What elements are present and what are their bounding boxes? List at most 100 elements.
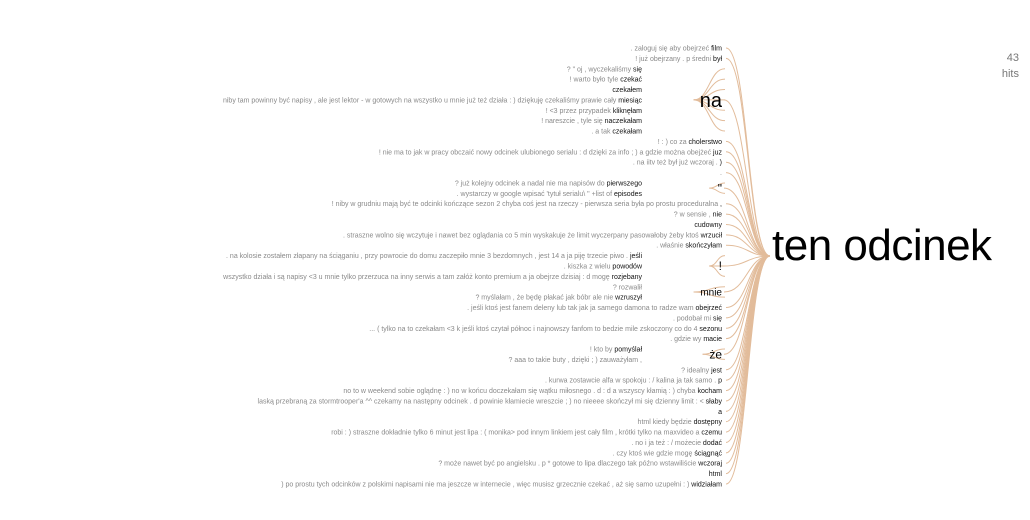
leaf-keyword: pierwszego — [607, 180, 643, 187]
leaf-line[interactable]: . podobał mi się — [673, 315, 722, 322]
branch-link — [709, 187, 726, 194]
branch-link — [702, 353, 726, 360]
leaf-keyword: wczoraj — [697, 461, 722, 468]
leaf-keyword: czemu — [701, 430, 722, 437]
leaf-line[interactable]: ? może nawet być po angielsku . p * goto… — [438, 461, 722, 468]
leaf-keyword: ) — [720, 160, 722, 167]
leaf-context: . — [720, 170, 722, 177]
leaf-keyword: skończyłam — [685, 243, 722, 250]
leaf-line[interactable]: ! już obejrzany . p średni był — [635, 56, 722, 63]
leaf-line[interactable]: niby tam powinny być napisy , ale jest l… — [223, 97, 643, 104]
leaf-link — [725, 255, 771, 475]
leaf-line[interactable]: ? aaa to takie buty , dzięki ; ) zauważy… — [509, 357, 643, 364]
leaf-keyword: był — [713, 56, 722, 63]
leaf-line[interactable]: ! nie ma to jak w pracy obczaić nowy odc… — [379, 149, 723, 156]
leaf-keyword: wzruszył — [614, 295, 642, 302]
leaf-line[interactable]: a — [718, 409, 722, 416]
leaf-context: . no i ja też : / możecie — [631, 440, 703, 447]
branch-label[interactable]: na — [700, 90, 723, 112]
leaf-line[interactable]: . kiszka z wielu powodów — [564, 264, 643, 271]
leaf-keyword: naczekałam — [605, 118, 643, 125]
branch-label[interactable]: mnie — [700, 287, 722, 298]
leaf-line[interactable]: wszystko działa i są napisy <3 u mnie ty… — [222, 274, 642, 281]
leaf-keyword: obejrzeć — [696, 305, 723, 312]
branch-label[interactable]: że — [709, 347, 722, 361]
leaf-line[interactable]: html — [709, 471, 723, 478]
leaf-link — [725, 140, 771, 257]
leaf-line[interactable]: . straszne wolno się wczytuje i nawet be… — [343, 232, 722, 239]
leaf-context: . właśnie — [656, 243, 685, 250]
leaf-keyword: kocham — [697, 388, 722, 395]
branch-link — [693, 291, 726, 298]
leaf-line[interactable]: ? już kolejny odcinek a nadal nie ma nap… — [455, 180, 642, 187]
leaf-keyword: się — [713, 315, 722, 322]
leaf-keyword: macie — [703, 336, 722, 343]
leaf-keyword: cudowny — [694, 222, 722, 229]
leaf-keyword: czekać — [620, 77, 642, 84]
leaf-line[interactable]: no to w weekend sobie oglądnę : ) no w k… — [343, 388, 722, 395]
leaf-keyword: sezonu — [699, 326, 722, 333]
leaf-line[interactable]: ! warto było tyle czekać — [570, 77, 643, 84]
leaf-context: ! warto było tyle — [570, 77, 621, 84]
leaf-keyword: kliknęłam — [613, 108, 642, 115]
leaf-line[interactable]: ? myślałam , że będę płakać jak bóbr ale… — [475, 295, 642, 302]
leaf-line[interactable]: . właśnie skończyłam — [656, 243, 722, 250]
leaf-line[interactable]: . no i ja też : / możecie dodać — [631, 440, 722, 447]
tree-links — [693, 47, 771, 485]
leaf-line[interactable]: ? idealny jest — [681, 367, 722, 374]
root-phrase[interactable]: ten odcinek — [772, 221, 992, 270]
leaf-line[interactable]: ... ( tylko na to czekałam <3 k jeśli kt… — [369, 326, 722, 333]
leaf-context: wszystko działa i są napisy <3 u mnie ty… — [222, 274, 611, 281]
leaf-line[interactable]: ! <3 przez przypadek kliknęłam — [546, 108, 642, 115]
leaf-context: . jeśli ktoś jest fanem deleny lub tak j… — [467, 305, 695, 312]
leaf-line[interactable]: ! niby w grudniu mają być te odcinki koń… — [332, 201, 722, 208]
leaf-line[interactable]: ? w sensie , nie — [674, 212, 722, 219]
leaf-context: . straszne wolno się wczytuje i nawet be… — [343, 232, 701, 239]
leaf-keyword: html — [709, 471, 723, 478]
leaf-line[interactable]: laską przebraną za stormtrooper'a ^^ cze… — [258, 398, 723, 405]
leaf-line[interactable]: . wystarczy w google wpisać 'tytuł seria… — [457, 191, 643, 198]
leaf-context: ! niby w grudniu mają być te odcinki koń… — [332, 201, 720, 208]
branch-label[interactable]: ! — [719, 259, 722, 273]
leaf-line[interactable]: ) po prostu tych odcinków z polskimi nap… — [281, 482, 722, 489]
leaf-line[interactable]: . na kolosie zostałem złapany na ściągan… — [226, 253, 642, 260]
leaf-line[interactable]: cudowny — [694, 222, 722, 229]
leaf-line[interactable]: . zaloguj się aby obejrzeć film — [631, 46, 723, 53]
leaf-line[interactable]: html kiedy będzie dostępny — [638, 419, 723, 426]
leaf-context: . zaloguj się aby obejrzeć — [631, 46, 712, 53]
branch-label[interactable]: " — [718, 181, 722, 195]
leaf-line[interactable]: . a tak czekałam — [591, 129, 642, 136]
leaf-context: laską przebraną za stormtrooper'a ^^ cze… — [258, 398, 706, 405]
leaf-line[interactable]: . czy ktoś wie gdzie mogę ściągnąć — [613, 450, 723, 457]
leaf-line[interactable]: ! : ) co za cholerstwo — [658, 139, 722, 146]
leaf-context: ? w sensie , — [674, 212, 713, 219]
leaf-line[interactable]: . kurwa zostawcie alfa w spokoju : / kal… — [545, 378, 722, 385]
leaf-line[interactable]: . jeśli ktoś jest fanem deleny lub tak j… — [467, 305, 722, 312]
leaf-line[interactable]: . gdzie wy macie — [670, 336, 722, 343]
trunk-link — [723, 255, 771, 293]
leaf-context: html kiedy będzie — [638, 419, 694, 426]
leaf-line[interactable]: ? rozwalił — [613, 284, 643, 291]
leaf-context: . kiszka z wielu — [564, 264, 613, 271]
leaf-context: ? rozwalił — [613, 284, 643, 291]
leaf-keyword: rozjebany — [612, 274, 643, 281]
leaf-line[interactable]: ? " oj , wyczekaliśmy się — [567, 66, 642, 73]
leaf-keyword: juz — [712, 149, 722, 156]
leaf-line[interactable]: . — [720, 170, 722, 177]
leaf-line[interactable]: ! kto by pomyślał — [590, 347, 643, 354]
leaf-context: robi : ) straszne dokładnie tylko 6 minu… — [331, 430, 701, 437]
leaf-keyword: cholerstwo — [689, 139, 723, 146]
leaf-line[interactable]: czekałem — [612, 87, 642, 94]
leaf-context: ? idealny — [681, 367, 711, 374]
hits-count: 43 — [1006, 52, 1019, 64]
leaf-link — [725, 57, 771, 257]
leaf-line[interactable]: robi : ) straszne dokładnie tylko 6 minu… — [331, 430, 722, 437]
leaf-context: ! kto by — [590, 347, 615, 354]
leaf-context: ? już kolejny odcinek a nadal nie ma nap… — [455, 180, 607, 187]
leaf-keyword: słaby — [706, 398, 723, 405]
leaf-context: . kurwa zostawcie alfa w spokoju : / kal… — [545, 378, 718, 385]
leaf-line[interactable]: . na iitv też był już wczoraj . ) — [633, 160, 722, 167]
leaf-line[interactable]: ! nareszcie , tyle się naczekałam — [541, 118, 642, 125]
leaf-keyword: powodów — [612, 264, 643, 271]
